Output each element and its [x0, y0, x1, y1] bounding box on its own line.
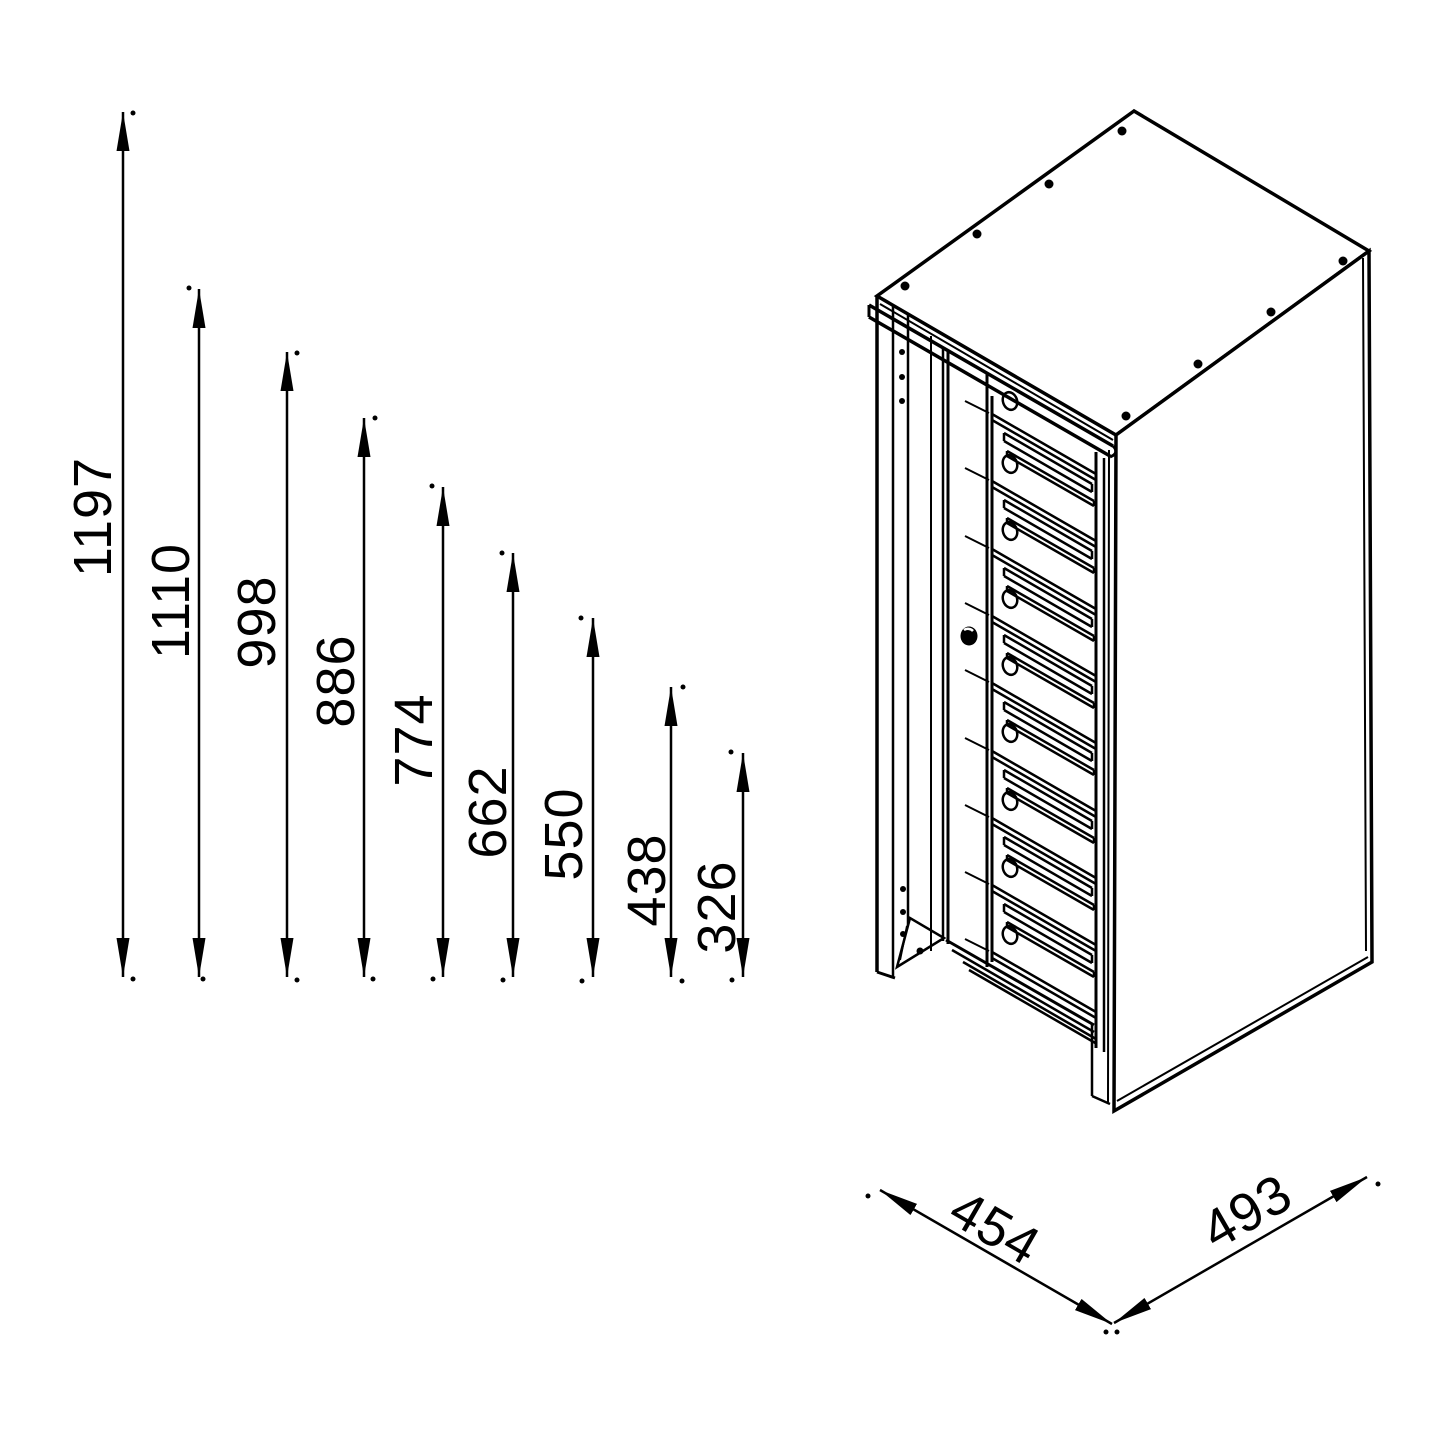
height-dim-label-6: 662: [458, 765, 518, 858]
height-dimension-arrow-7: 550: [534, 618, 600, 977]
height-dimension-arrows: 1197 1110 998 886 774 662 550 438: [63, 110, 750, 984]
height-dim-label-9: 326: [687, 860, 747, 953]
height-dimension-arrow-4: 886: [306, 418, 371, 977]
height-dimension-arrow-6: 662: [458, 553, 520, 977]
front-corner-post: [875, 296, 947, 980]
depth-dim-label: 454: [940, 1179, 1051, 1278]
latch-hole: [1001, 453, 1019, 475]
latch-hole: [1001, 655, 1019, 677]
side-panel: [1112, 247, 1374, 1115]
height-dim-label-8: 438: [617, 833, 677, 926]
door-dividers: [991, 412, 1097, 1020]
door-frame-strip: [941, 348, 989, 967]
shelf-edge-ticks: [964, 400, 990, 952]
latch-hole: [1001, 790, 1019, 812]
lock-icon: [960, 626, 978, 646]
latch-hole: [1001, 520, 1019, 542]
letter-slot: [1002, 633, 1096, 710]
letter-slot: [1002, 835, 1096, 912]
top-panel-screw-holes: [900, 126, 1348, 421]
latch-holes: [1001, 390, 1019, 946]
height-dim-label-2: 1110: [141, 543, 201, 659]
height-dim-label-3: 998: [227, 575, 287, 668]
height-dim-label-5: 774: [384, 693, 444, 786]
letter-slot: [1002, 566, 1096, 643]
mailbox-door-column: [964, 390, 1106, 1052]
latch-hole: [1001, 857, 1019, 879]
mailbox-cabinet: [867, 108, 1374, 1115]
height-dimension-arrow-5: 774: [384, 487, 450, 977]
letter-slot: [1002, 902, 1096, 979]
foot-hole: [916, 947, 924, 955]
latch-hole: [1001, 924, 1019, 946]
top-trim-rail: [867, 303, 1118, 459]
letter-slot: [1002, 498, 1096, 575]
letter-slots: [1002, 431, 1096, 979]
letter-slot: [1002, 431, 1096, 508]
height-dim-label-4: 886: [306, 634, 366, 727]
post-holes: [899, 349, 906, 937]
letter-slot: [1002, 700, 1096, 777]
height-dim-label-7: 550: [534, 787, 594, 880]
width-dimension-arrow: 493: [1113, 1163, 1368, 1325]
height-dim-label-1: 1197: [63, 457, 123, 577]
height-dimension-arrow-9: 326: [687, 753, 750, 977]
latch-hole: [1001, 390, 1019, 412]
side-panel-edge-lines: [879, 257, 1369, 1103]
height-dimension-arrow-2: 1110: [141, 289, 206, 977]
width-dim-label: 493: [1192, 1163, 1303, 1262]
bottom-rail: [945, 938, 1111, 1106]
letter-slot: [1002, 768, 1096, 845]
latch-hole: [1001, 588, 1019, 610]
latch-hole: [1001, 722, 1019, 744]
height-dimension-arrow-1: 1197: [63, 112, 130, 977]
base-reference-dots: [865, 1181, 1381, 1335]
depth-dimension-arrow: 454: [879, 1179, 1113, 1326]
height-dimension-arrow-3: 998: [227, 352, 294, 977]
height-dimension-arrow-8: 438: [617, 687, 678, 977]
base-dimension-arrows: 454 493: [865, 1163, 1381, 1335]
reference-dots: [130, 110, 735, 984]
